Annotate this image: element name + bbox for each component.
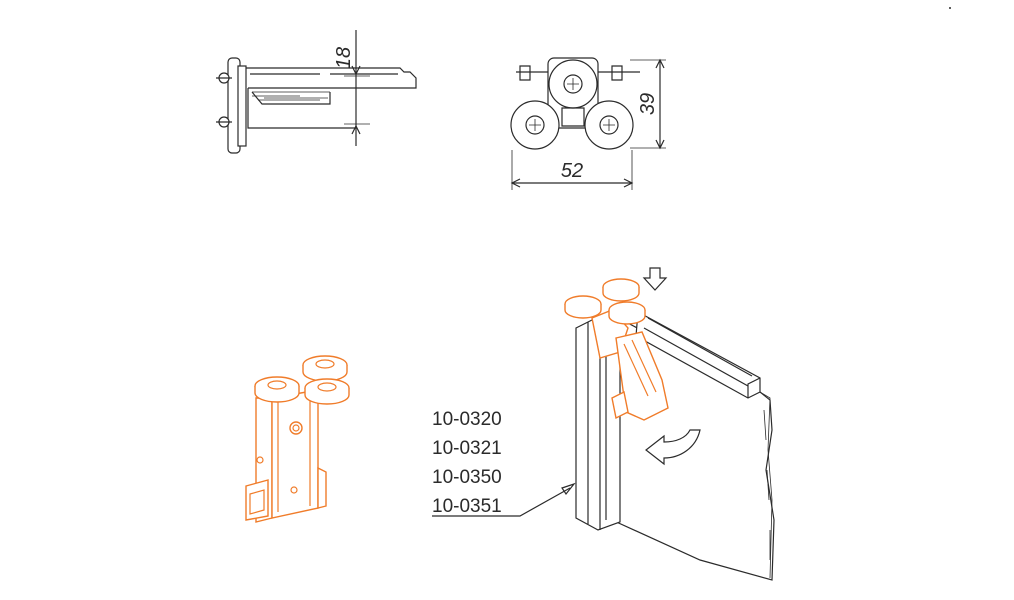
dimension-39: 39	[637, 93, 659, 115]
part-code-3: 10-0350	[432, 467, 502, 488]
dimension-52: 52	[561, 160, 583, 182]
roller-bracket-illustration	[245, 355, 350, 523]
corner-dot	[949, 7, 951, 9]
front-view: 39 52	[510, 57, 666, 190]
part-code-1: 10-0320	[432, 409, 502, 430]
part-code-2: 10-0321	[432, 438, 502, 459]
part-code-4: 10-0351	[432, 496, 502, 517]
part-code-list: 10-0320 10-0321 10-0350 10-0351	[432, 409, 502, 517]
dimension-18: 18	[333, 47, 355, 69]
assembly-illustration	[432, 267, 775, 581]
side-view: 18	[216, 30, 417, 154]
